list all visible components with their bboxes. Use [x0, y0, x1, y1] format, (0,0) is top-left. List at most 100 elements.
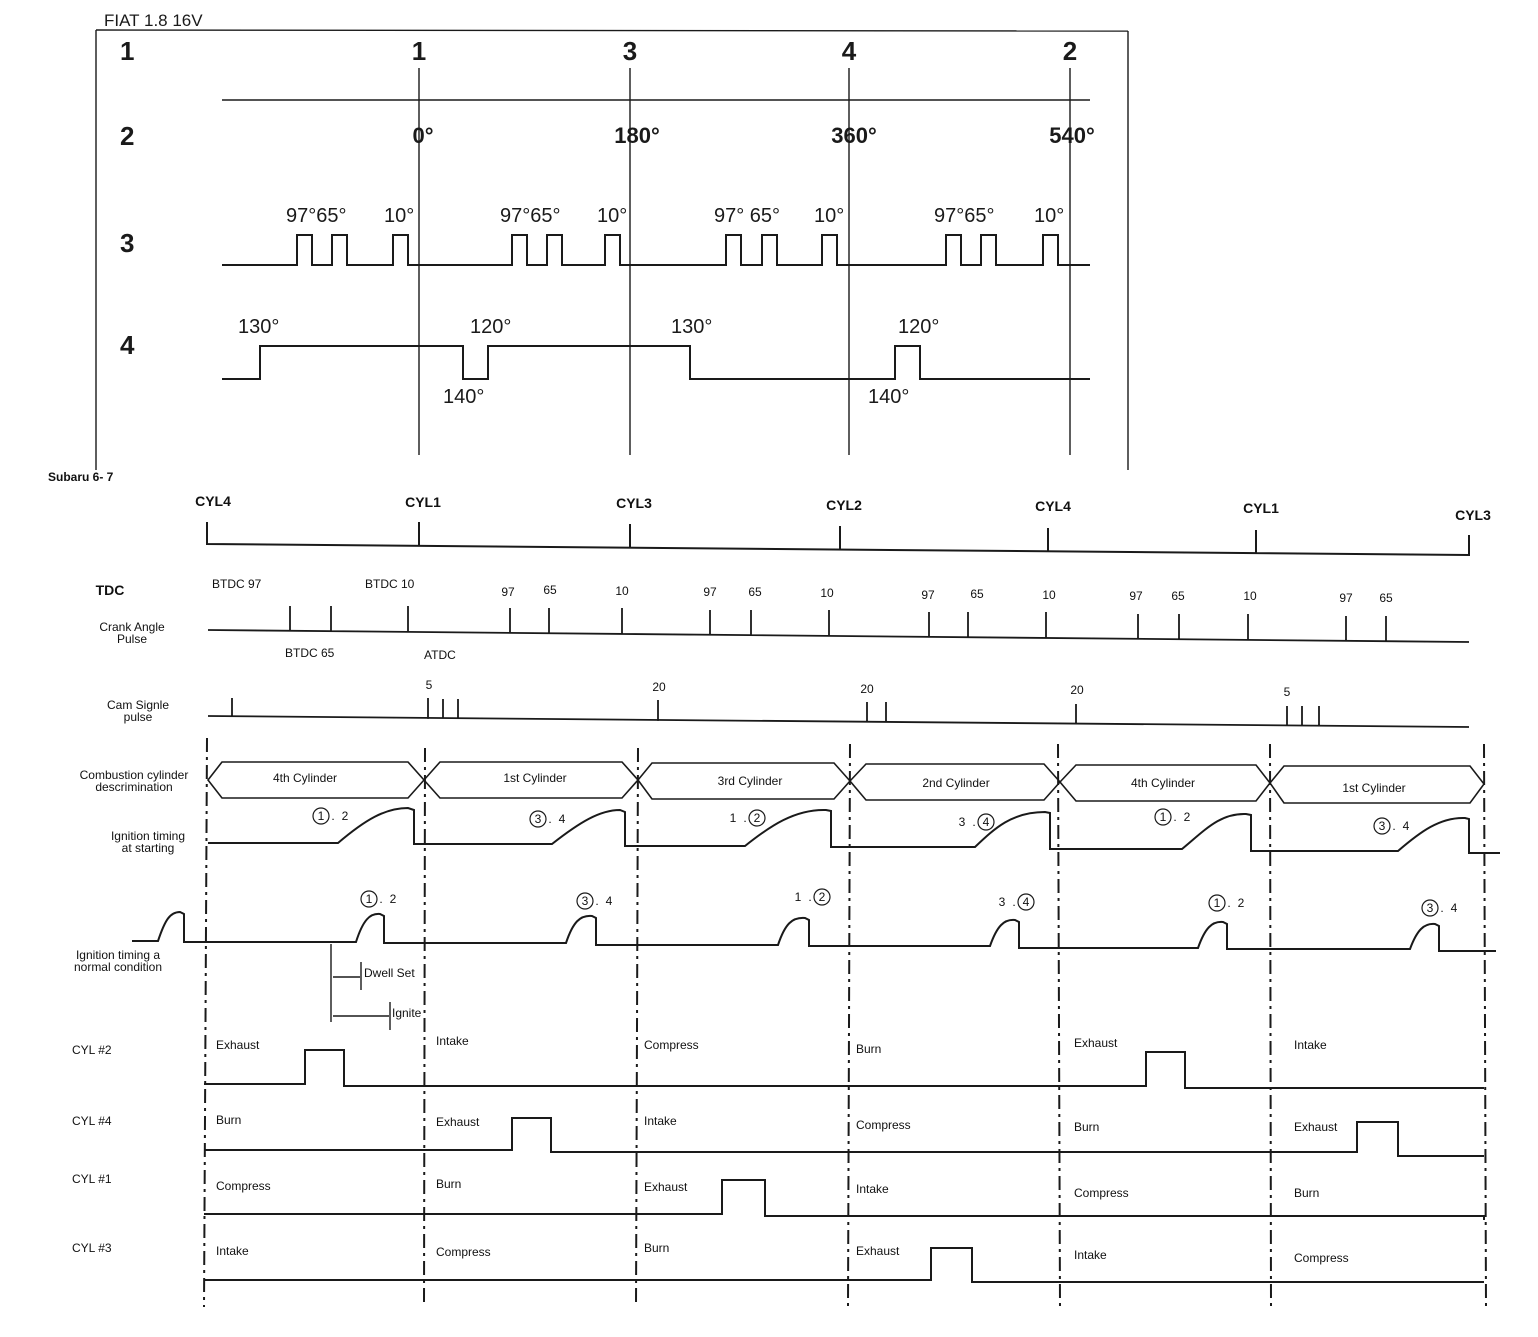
fiat-degree-label: 180°: [614, 123, 660, 148]
fiat-panel: FIAT 1.8 16V 1 2 3 4 1 3 4 2 0° 180° 360…: [95, 11, 1129, 470]
divider-line: [1483, 743, 1487, 1308]
fiat-cam-trace: [222, 345, 1090, 380]
crank-angle-pulse-trace: [207, 606, 1470, 643]
circle-mark-icon: [977, 813, 995, 831]
ignition-starting-pair: 1.2: [312, 807, 349, 825]
ignition-normal-pair: 1.2: [360, 890, 397, 908]
ignition-pair-number: 1: [730, 811, 737, 825]
subaru-tdc-label: TDC: [96, 582, 125, 598]
circle-mark-icon: [813, 888, 831, 906]
cyl1-stroke-label: Burn: [436, 1177, 461, 1191]
fiat-cam-label-top: 130°: [238, 316, 279, 338]
ignition-pair-number: 2: [1184, 810, 1191, 824]
ignition-pair-number: 1: [366, 892, 373, 906]
cyl1-stroke-label: Intake: [856, 1182, 889, 1196]
ignition-pair-number: .: [331, 809, 334, 823]
cyl3-stroke-label: Burn: [644, 1241, 669, 1255]
ignition-normal-pair: 1.2: [1208, 894, 1245, 912]
subaru-cyl-label: CYL2: [826, 497, 862, 513]
fiat-crank-pulse-trace: [222, 234, 1090, 266]
fiat-pulse-label: 10°: [814, 205, 844, 227]
divider-line: [203, 737, 208, 1308]
fiat-row-label-3: 3: [120, 228, 134, 258]
ignition-pair-number: 1: [1160, 810, 1167, 824]
ignition-pair-number: 2: [754, 811, 761, 825]
ignition-starting-pair: 3.4: [959, 813, 995, 831]
ignition-normal-pair: 3.4: [576, 892, 613, 910]
subaru-cyl-label: CYL3: [1455, 507, 1491, 523]
crank-tick-label: 97: [1129, 589, 1143, 603]
ignition-pair-number: 4: [1403, 819, 1410, 833]
crank-annotation-btdc10: BTDC 10: [365, 577, 415, 591]
ignition-pair-number: 1: [318, 809, 325, 823]
crank-tick-label: 65: [748, 585, 762, 599]
cyl4-stroke-trace: [204, 1117, 1484, 1157]
fiat-degree-label: 0°: [412, 123, 433, 148]
cyl2-stroke-label: Exhaust: [216, 1038, 260, 1052]
cyl2-stroke-label: Exhaust: [1074, 1036, 1118, 1050]
cyl4-stroke-label: Burn: [1074, 1120, 1099, 1134]
cam-pulse-label: 5: [1284, 685, 1291, 699]
cyl1-stroke-label: Compress: [1074, 1186, 1129, 1200]
cyl1-stroke-trace: [204, 1179, 1485, 1220]
fiat-cam-label-bottom: 140°: [443, 386, 484, 408]
fiat-frame-top: [95, 29, 1129, 32]
ignition-pair-number: .: [972, 815, 975, 829]
subaru-cyl-label: CYL4: [195, 493, 231, 509]
ignition-normal-trace: [132, 910, 1496, 952]
ignition-pair-number: 4: [1023, 895, 1030, 909]
crank-annotation-atdc: ATDC: [424, 648, 456, 662]
cyl3-stroke-label: Exhaust: [856, 1244, 900, 1258]
cam-pulse-label: 20: [860, 682, 874, 696]
crank-tick-labels: 97 65 10 97 65 10 97 65 10 97 65 10 97 6…: [501, 583, 1393, 605]
subaru-cyl-label: CYL3: [616, 495, 652, 511]
circle-mark-icon: [529, 810, 547, 828]
circle-mark-icon: [360, 890, 378, 908]
circle-mark-icon: [312, 807, 330, 825]
fiat-row-label-2: 2: [120, 121, 134, 151]
ignition-pair-number: .: [808, 890, 811, 904]
crank-tick-label: 10: [615, 584, 629, 598]
ignition-pair-number: .: [1227, 896, 1230, 910]
subaru-tdc-line: [206, 522, 1470, 557]
cyl4-stroke-label: Compress: [856, 1118, 911, 1132]
subaru-cyl-label: CYL4: [1035, 498, 1071, 514]
crank-tick-label: 65: [1171, 589, 1185, 603]
fiat-pulse-label: 97°65°: [286, 205, 347, 227]
ignition-pair-number: 2: [819, 890, 826, 904]
ignition-pair-number: 1: [795, 890, 802, 904]
cyl3-stroke-label: Compress: [1294, 1251, 1349, 1265]
ignition-normal-pair: 3.4: [999, 893, 1035, 911]
ignition-normal-pair: 1.2: [795, 888, 831, 906]
crank-annotation-btdc97: BTDC 97: [212, 577, 262, 591]
cyl2-stroke-trace: [204, 1049, 1484, 1089]
fiat-row-label-4: 4: [120, 330, 135, 360]
cyl4-stroke-label: Exhaust: [1294, 1120, 1338, 1134]
cyl3-stroke-label: Intake: [1074, 1248, 1107, 1262]
stroke-dividers: [203, 737, 1487, 1308]
cyl1-stroke-label: Compress: [216, 1179, 271, 1193]
divider-line: [1057, 743, 1061, 1308]
subaru-title: Subaru 6- 7: [48, 470, 114, 484]
fiat-cam-label-top: 120°: [470, 316, 511, 338]
fiat-pulse-label: 97°65°: [934, 205, 995, 227]
combustion-cylinder-label: 4th Cylinder: [273, 771, 337, 785]
ignition-starting-pair: 1.2: [1154, 808, 1191, 826]
cyl4-stroke-label: Burn: [216, 1113, 241, 1127]
ignite-label: Ignite: [392, 1006, 422, 1020]
fiat-title: FIAT 1.8 16V: [104, 11, 203, 30]
ignition-pair-number: 2: [1238, 896, 1245, 910]
ignition-starting-pair: 1.2: [730, 809, 766, 827]
fiat-row-label-1: 1: [120, 36, 134, 66]
combustion-hex: [1268, 765, 1486, 804]
subaru-row-label-cyl4: CYL #4: [72, 1114, 112, 1128]
combustion-cylinder-label: 1st Cylinder: [1342, 781, 1405, 795]
fiat-firing-cyl: 1: [412, 36, 426, 66]
subaru-cyl-label: CYL1: [405, 494, 441, 510]
crank-tick-label: 65: [1379, 591, 1393, 605]
circle-mark-icon: [1421, 899, 1439, 917]
